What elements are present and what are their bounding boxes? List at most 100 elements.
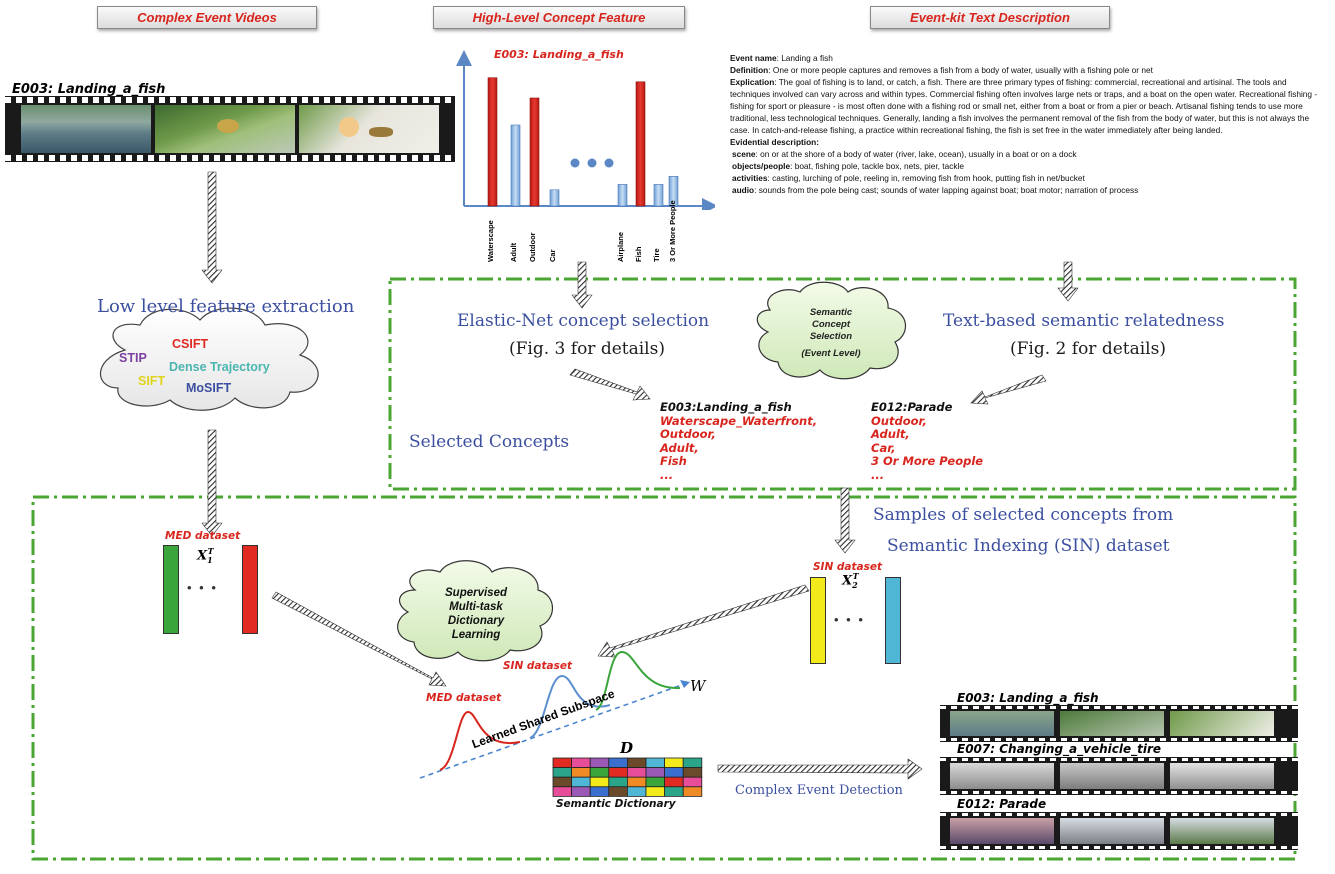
- dictionary-cell: [571, 776, 591, 788]
- result-strip-e012: [940, 812, 1298, 850]
- dictionary-cell: [608, 757, 628, 769]
- header-concept: High-Level Concept Feature: [433, 6, 685, 29]
- dictionary-cell: [664, 757, 684, 769]
- selected-concepts-label: Selected Concepts: [409, 432, 570, 452]
- e012-concepts: E012:Parade Outdoor, Adult, Car, 3 Or Mo…: [871, 400, 984, 482]
- audio-label: audio: [732, 185, 755, 195]
- feature-stip: STIP: [119, 351, 147, 365]
- x1-symbol: X1T: [197, 546, 214, 565]
- result-title-e003: E003: Landing_a_fish: [957, 691, 1099, 705]
- result-frame: [950, 711, 1054, 736]
- result-frame: [950, 763, 1054, 789]
- subspace-curves: [419, 650, 691, 779]
- sin-samples-line2: Semantic Indexing (SIN) dataset: [887, 536, 1170, 556]
- video-frame-1: [21, 105, 151, 153]
- dictionary-cell: [645, 767, 666, 778]
- sin-dots: • • •: [834, 612, 865, 627]
- feature-csift: CSIFT: [172, 337, 209, 351]
- elastic-net-ref: (Fig. 3 for details): [509, 339, 665, 359]
- complex-detection-label: Complex Event Detection: [735, 783, 903, 798]
- objects-value: : boat, fishing pole, tackle box, nets, …: [790, 161, 964, 171]
- dictionary-cell: [682, 767, 703, 778]
- semantic-selection-cloud: [756, 281, 906, 380]
- text-relatedness-ref: (Fig. 2 for details): [1010, 339, 1166, 359]
- chart-bar-car: [549, 189, 560, 207]
- dictionary-cell: [664, 786, 684, 797]
- dictionary-cell: [589, 786, 610, 797]
- med-green-bar: [163, 545, 179, 634]
- d-symbol: D: [620, 739, 634, 757]
- chart-title: E003: Landing_a_fish: [494, 48, 624, 61]
- dictionary-cell: [552, 776, 573, 788]
- dictionary-cell: [664, 776, 684, 788]
- dictionary-cell: [645, 786, 666, 797]
- evidential-label: Evidential description:: [730, 137, 819, 147]
- dictionary-cell: [627, 776, 647, 788]
- e003-concepts: E003:Landing_a_fish Waterscape_Waterfron…: [660, 400, 818, 482]
- chart-bars: [487, 77, 679, 207]
- result-strip-e003: [940, 705, 1298, 742]
- semantic-cloud-text: Semantic Concept Selection (Event Level): [801, 307, 861, 359]
- result-title-e012: E012: Parade: [957, 797, 1047, 811]
- dictionary-cell: [682, 786, 703, 797]
- sin-samples-line1: Samples of selected concepts from: [873, 505, 1174, 525]
- dictionary-cell: [682, 757, 703, 769]
- header-videos: Complex Event Videos: [97, 6, 317, 29]
- dictionary-cell: [552, 757, 573, 769]
- dictionary-cell: [608, 767, 628, 778]
- sin-cyan-bar: [885, 577, 901, 664]
- activities-value: : casting, lurching of pole, reeling in,…: [767, 173, 1085, 183]
- sin-dataset-label: SIN dataset: [813, 561, 883, 573]
- chart-bar-3-or-more-people: [668, 176, 679, 207]
- dictionary-cell: [589, 767, 610, 778]
- scene-value: : on or at the shore of a body of water …: [755, 149, 1077, 159]
- dictionary-cell: [552, 767, 573, 778]
- definition-value: : One or more people captures and remove…: [768, 65, 1153, 75]
- supervised-cloud-text: Supervised Multi-task Dictionary Learnin…: [445, 587, 507, 641]
- semantic-dictionary-grid: [552, 757, 703, 797]
- learning-box: [31, 495, 1297, 861]
- result-frame: [1060, 711, 1164, 736]
- audio-value: : sounds from the pole being cast; sound…: [754, 185, 1139, 195]
- dictionary-cell: [645, 757, 666, 769]
- result-frame: [1060, 763, 1164, 789]
- chart-bar-waterscape: [487, 77, 498, 207]
- text-relatedness-title: Text-based semantic relatedness: [943, 311, 1225, 331]
- hatched-arrows: [201, 171, 1079, 780]
- result-frame: [1170, 711, 1274, 736]
- video-film-strip: [5, 96, 455, 162]
- dictionary-cell: [627, 757, 647, 769]
- result-frame: [1170, 763, 1274, 789]
- dictionary-cell: [589, 757, 610, 769]
- chart-bar-airplane: [617, 184, 628, 207]
- result-strip-e007: [940, 757, 1298, 795]
- objects-label: objects/people: [732, 161, 791, 171]
- dictionary-cell: [645, 776, 666, 788]
- elastic-net-title: Elastic-Net concept selection: [457, 311, 710, 331]
- dictionary-cell: [552, 786, 573, 797]
- event-name-label: Event name: [730, 53, 777, 63]
- dictionary-cell: [627, 767, 647, 778]
- med-dots: • • •: [187, 580, 218, 595]
- chart-bar-tire: [653, 184, 664, 207]
- dictionary-cell: [664, 767, 684, 778]
- supervised-learning-cloud: [397, 560, 554, 662]
- low-level-cloud: [99, 307, 319, 411]
- definition-label: Definition: [730, 65, 769, 75]
- med-red-bar: [242, 545, 258, 634]
- dictionary-cell: [627, 786, 647, 797]
- feature-mosift: MoSIFT: [186, 381, 232, 395]
- feature-dense-trajectory: Dense Trajectory: [169, 360, 270, 374]
- event-description: Event name: Landing a fish Definition: O…: [730, 52, 1325, 196]
- video-frame-2: [155, 105, 295, 153]
- event-name-value: : Landing a fish: [776, 53, 833, 63]
- result-title-e007: E007: Changing_a_vehicle_tire: [957, 742, 1162, 756]
- dictionary-cell: [589, 776, 610, 788]
- result-frame: [1170, 818, 1274, 844]
- dictionary-cell: [682, 776, 703, 788]
- sin-yellow-bar: [810, 577, 826, 664]
- feature-sift: SIFT: [138, 374, 166, 388]
- x2-symbol: X2T: [842, 571, 859, 590]
